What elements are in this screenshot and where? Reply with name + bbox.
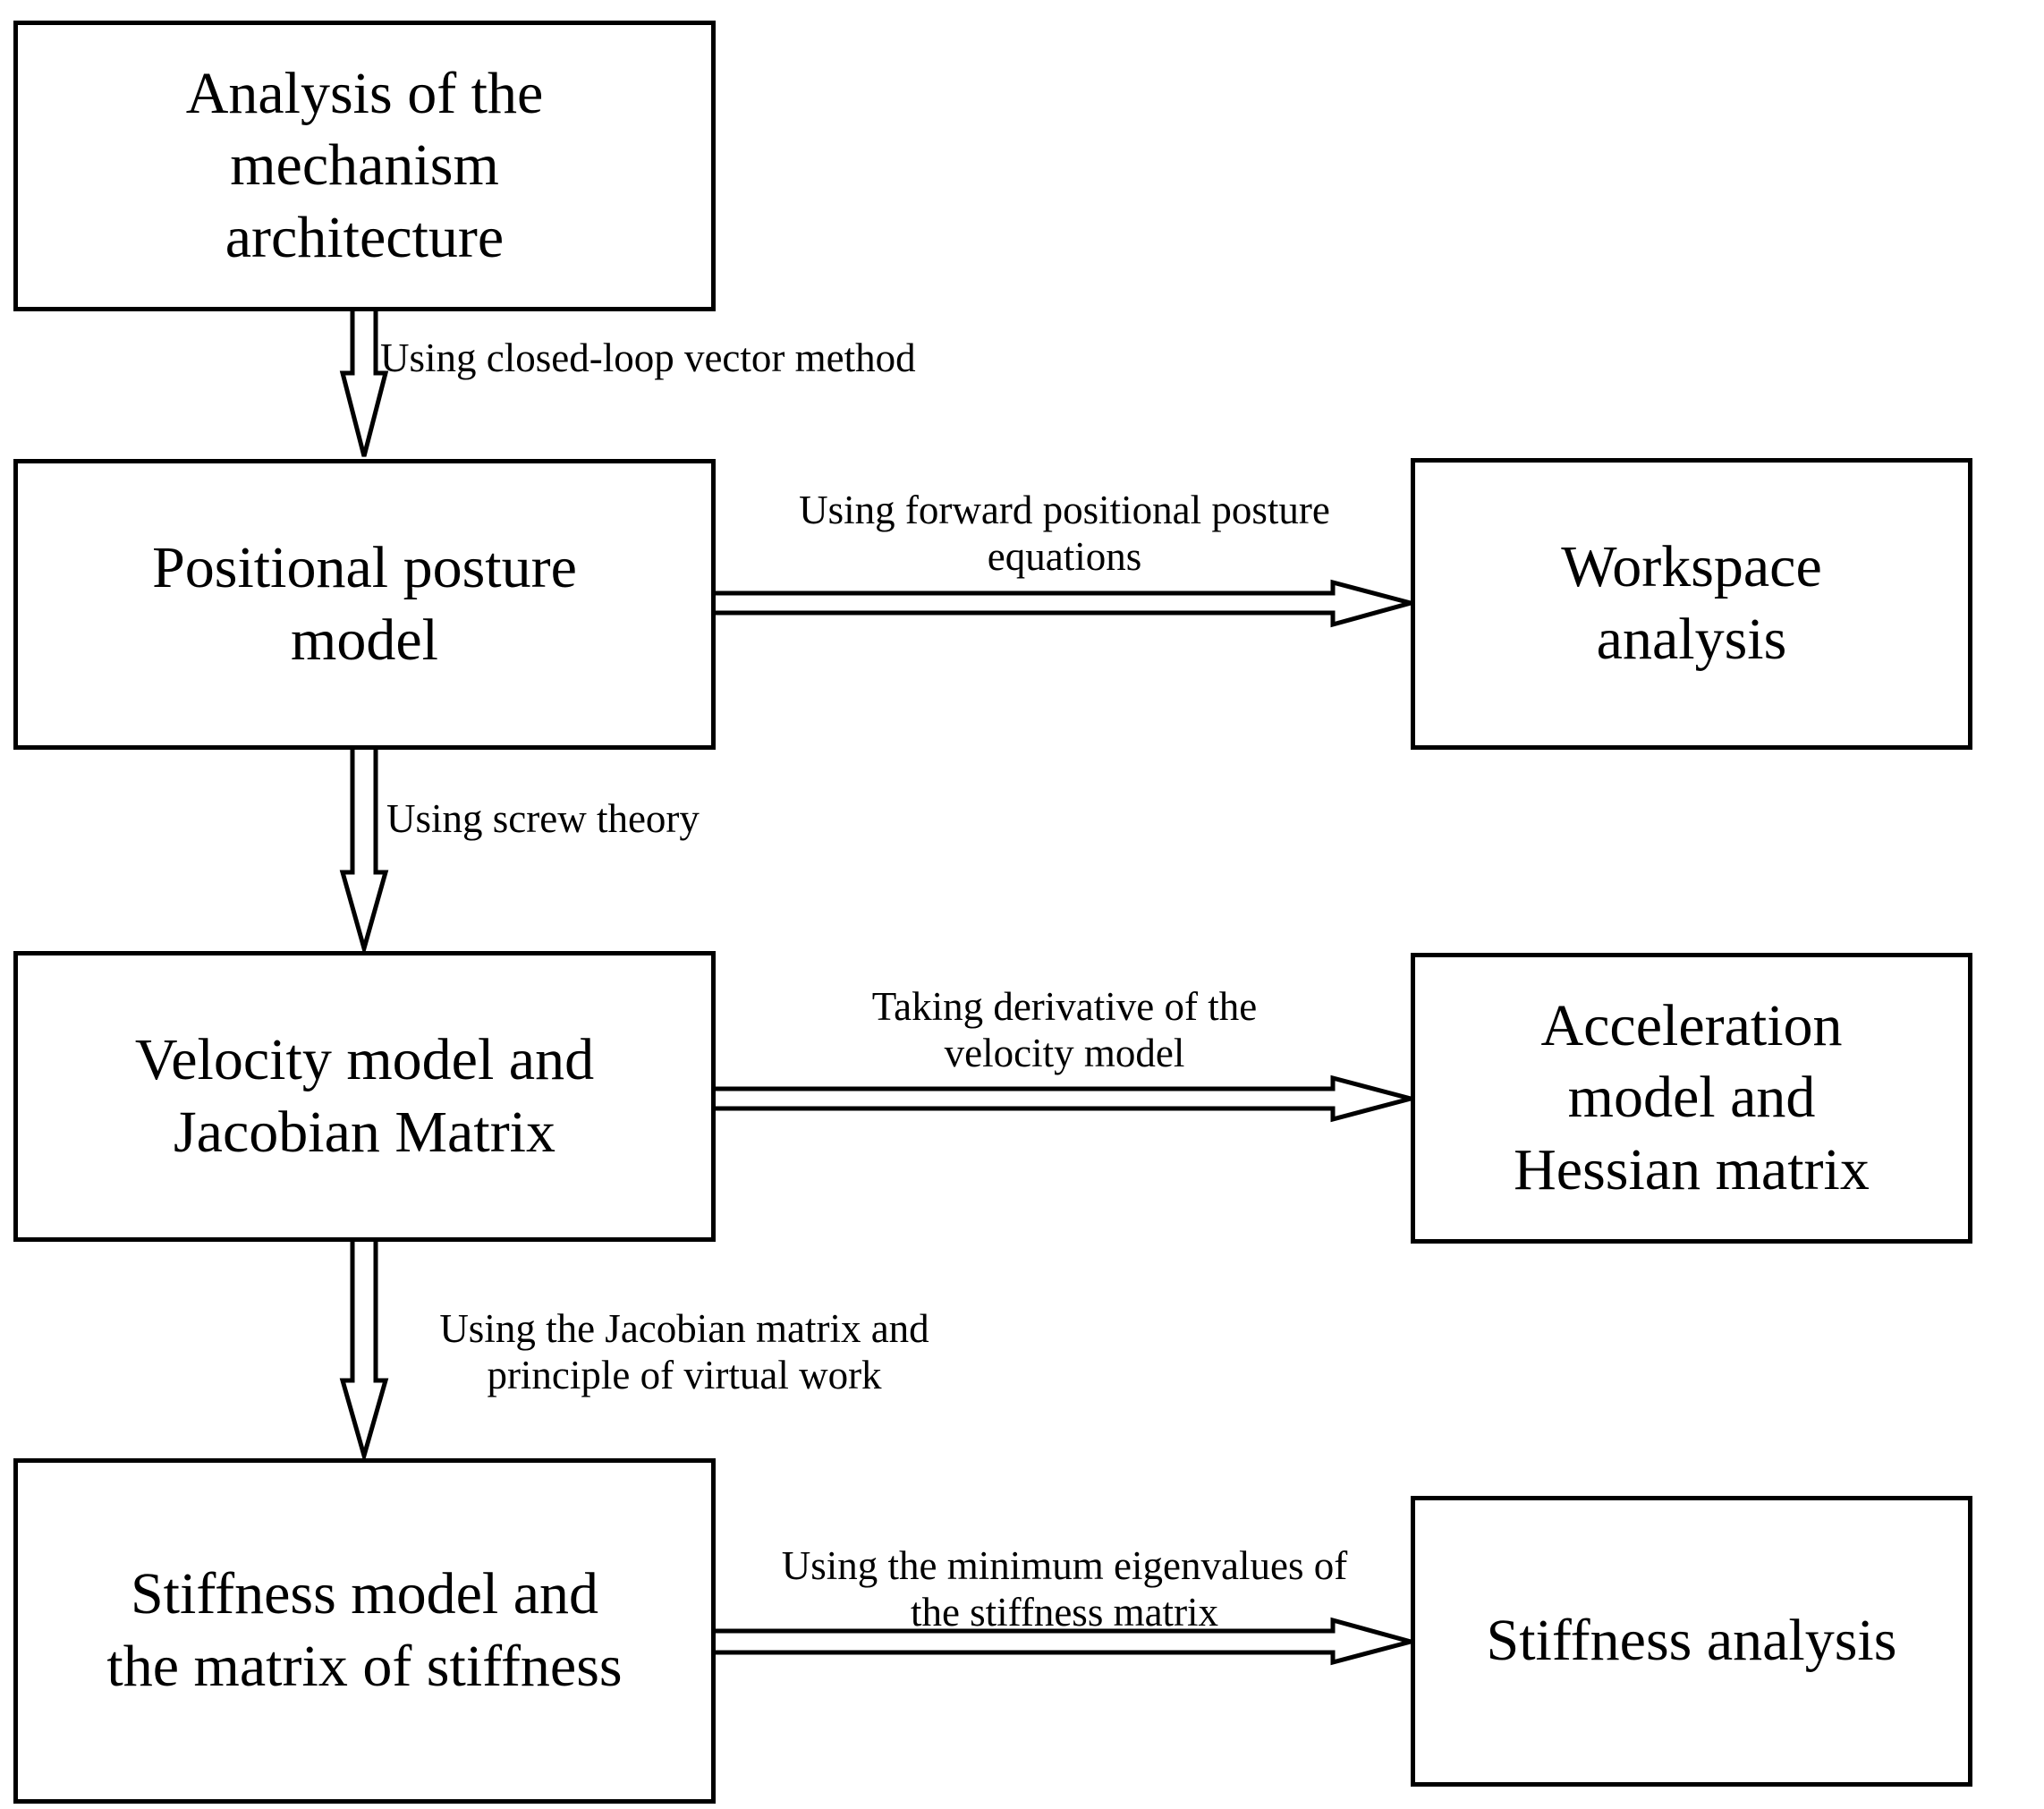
node-workspace-analysis-label: Workspace analysis bbox=[1561, 534, 1822, 672]
edge-label-closed-loop-vector-method: Using closed-loop vector method bbox=[380, 335, 916, 380]
node-analysis-architecture: Analysis of the mechanism architecture bbox=[13, 21, 716, 311]
edge-label-screw-theory: Using screw theory bbox=[386, 796, 700, 841]
node-velocity-model-jacobian-label: Velocity model and Jacobian Matrix bbox=[134, 1026, 595, 1165]
node-stiffness-analysis: Stiffness analysis bbox=[1411, 1496, 1972, 1787]
node-positional-posture-model: Positional posture model bbox=[13, 459, 716, 750]
edge-label-forward-posture-equations: Using forward positional posture equatio… bbox=[799, 488, 1330, 579]
node-acceleration-hessian-label: Acceleration model and Hessian matrix bbox=[1514, 992, 1870, 1202]
node-stiffness-model-matrix-label: Stiffness model and the matrix of stiffn… bbox=[106, 1561, 623, 1699]
edge-label-jacobian-virtual-work: Using the Jacobian matrix and principle … bbox=[439, 1306, 929, 1397]
node-workspace-analysis: Workspace analysis bbox=[1411, 458, 1972, 750]
node-stiffness-analysis-label: Stiffness analysis bbox=[1486, 1608, 1897, 1674]
arrow-right-workspace-icon bbox=[716, 579, 1420, 628]
node-positional-posture-model-label: Positional posture model bbox=[152, 534, 577, 673]
node-velocity-model-jacobian: Velocity model and Jacobian Matrix bbox=[13, 951, 716, 1242]
arrow-down-screw-theory-icon bbox=[339, 750, 389, 957]
edge-label-minimum-eigenvalues: Using the minimum eigenvalues of the sti… bbox=[781, 1543, 1348, 1635]
node-analysis-architecture-label: Analysis of the mechanism architecture bbox=[185, 60, 544, 270]
arrow-down-jacobian-icon bbox=[339, 1242, 389, 1465]
arrow-down-closed-loop-icon bbox=[339, 311, 389, 457]
node-acceleration-hessian: Acceleration model and Hessian matrix bbox=[1411, 953, 1972, 1244]
edge-label-derivative-velocity-model: Taking derivative of the velocity model bbox=[871, 984, 1258, 1075]
arrow-right-acceleration-icon bbox=[716, 1074, 1420, 1123]
node-stiffness-model-matrix: Stiffness model and the matrix of stiffn… bbox=[13, 1458, 716, 1804]
